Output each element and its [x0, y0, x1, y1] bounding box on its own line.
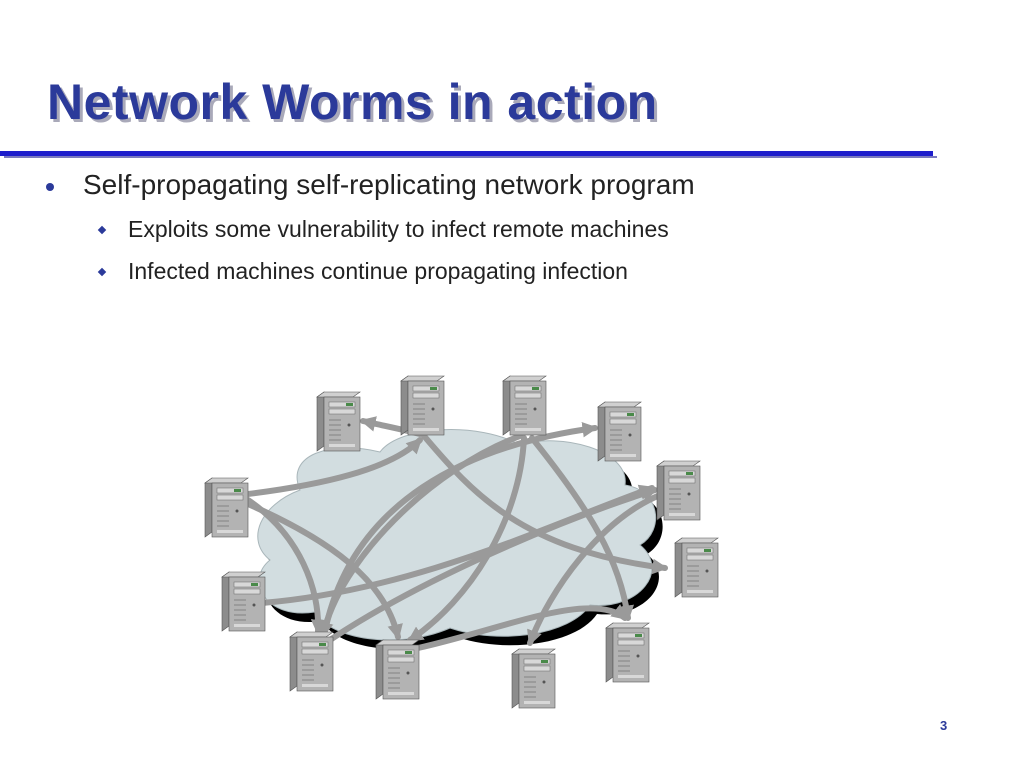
server-11-icon: [289, 631, 334, 692]
arrow-3-to-7: [529, 435, 635, 622]
server-nodes: [204, 375, 719, 709]
page-number: 3: [940, 718, 948, 733]
slide-title: Network Worms in action: [47, 74, 658, 130]
server-2-icon: [400, 375, 445, 436]
bullet-dot-icon: [46, 183, 54, 191]
bullet-text: Self-propagating self-replicating networ…: [83, 169, 695, 200]
arrow-9-to-2: [245, 437, 423, 497]
server-4-icon: [597, 401, 642, 462]
server-12-icon: [375, 639, 420, 700]
server-5-icon: [656, 460, 701, 521]
server-7-icon: [605, 622, 650, 683]
server-3-icon: [502, 375, 547, 436]
bullet-text: Exploits some vulnerability to infect re…: [128, 216, 669, 242]
server-1-icon: [316, 391, 361, 452]
server-10-icon: [221, 571, 266, 632]
worm-arrows: [245, 416, 669, 651]
server-9-icon: [204, 477, 249, 538]
arrow-5-to-8: [527, 492, 663, 646]
server-6-icon: [674, 537, 719, 598]
title-divider: [0, 151, 933, 156]
arrow-10-to-4: [321, 421, 599, 639]
title-divider-shadow: [4, 156, 937, 158]
server-8-icon: [511, 648, 556, 709]
arrow-10-to-5: [327, 486, 658, 643]
bullet-text: Infected machines continue propagating i…: [128, 258, 628, 284]
